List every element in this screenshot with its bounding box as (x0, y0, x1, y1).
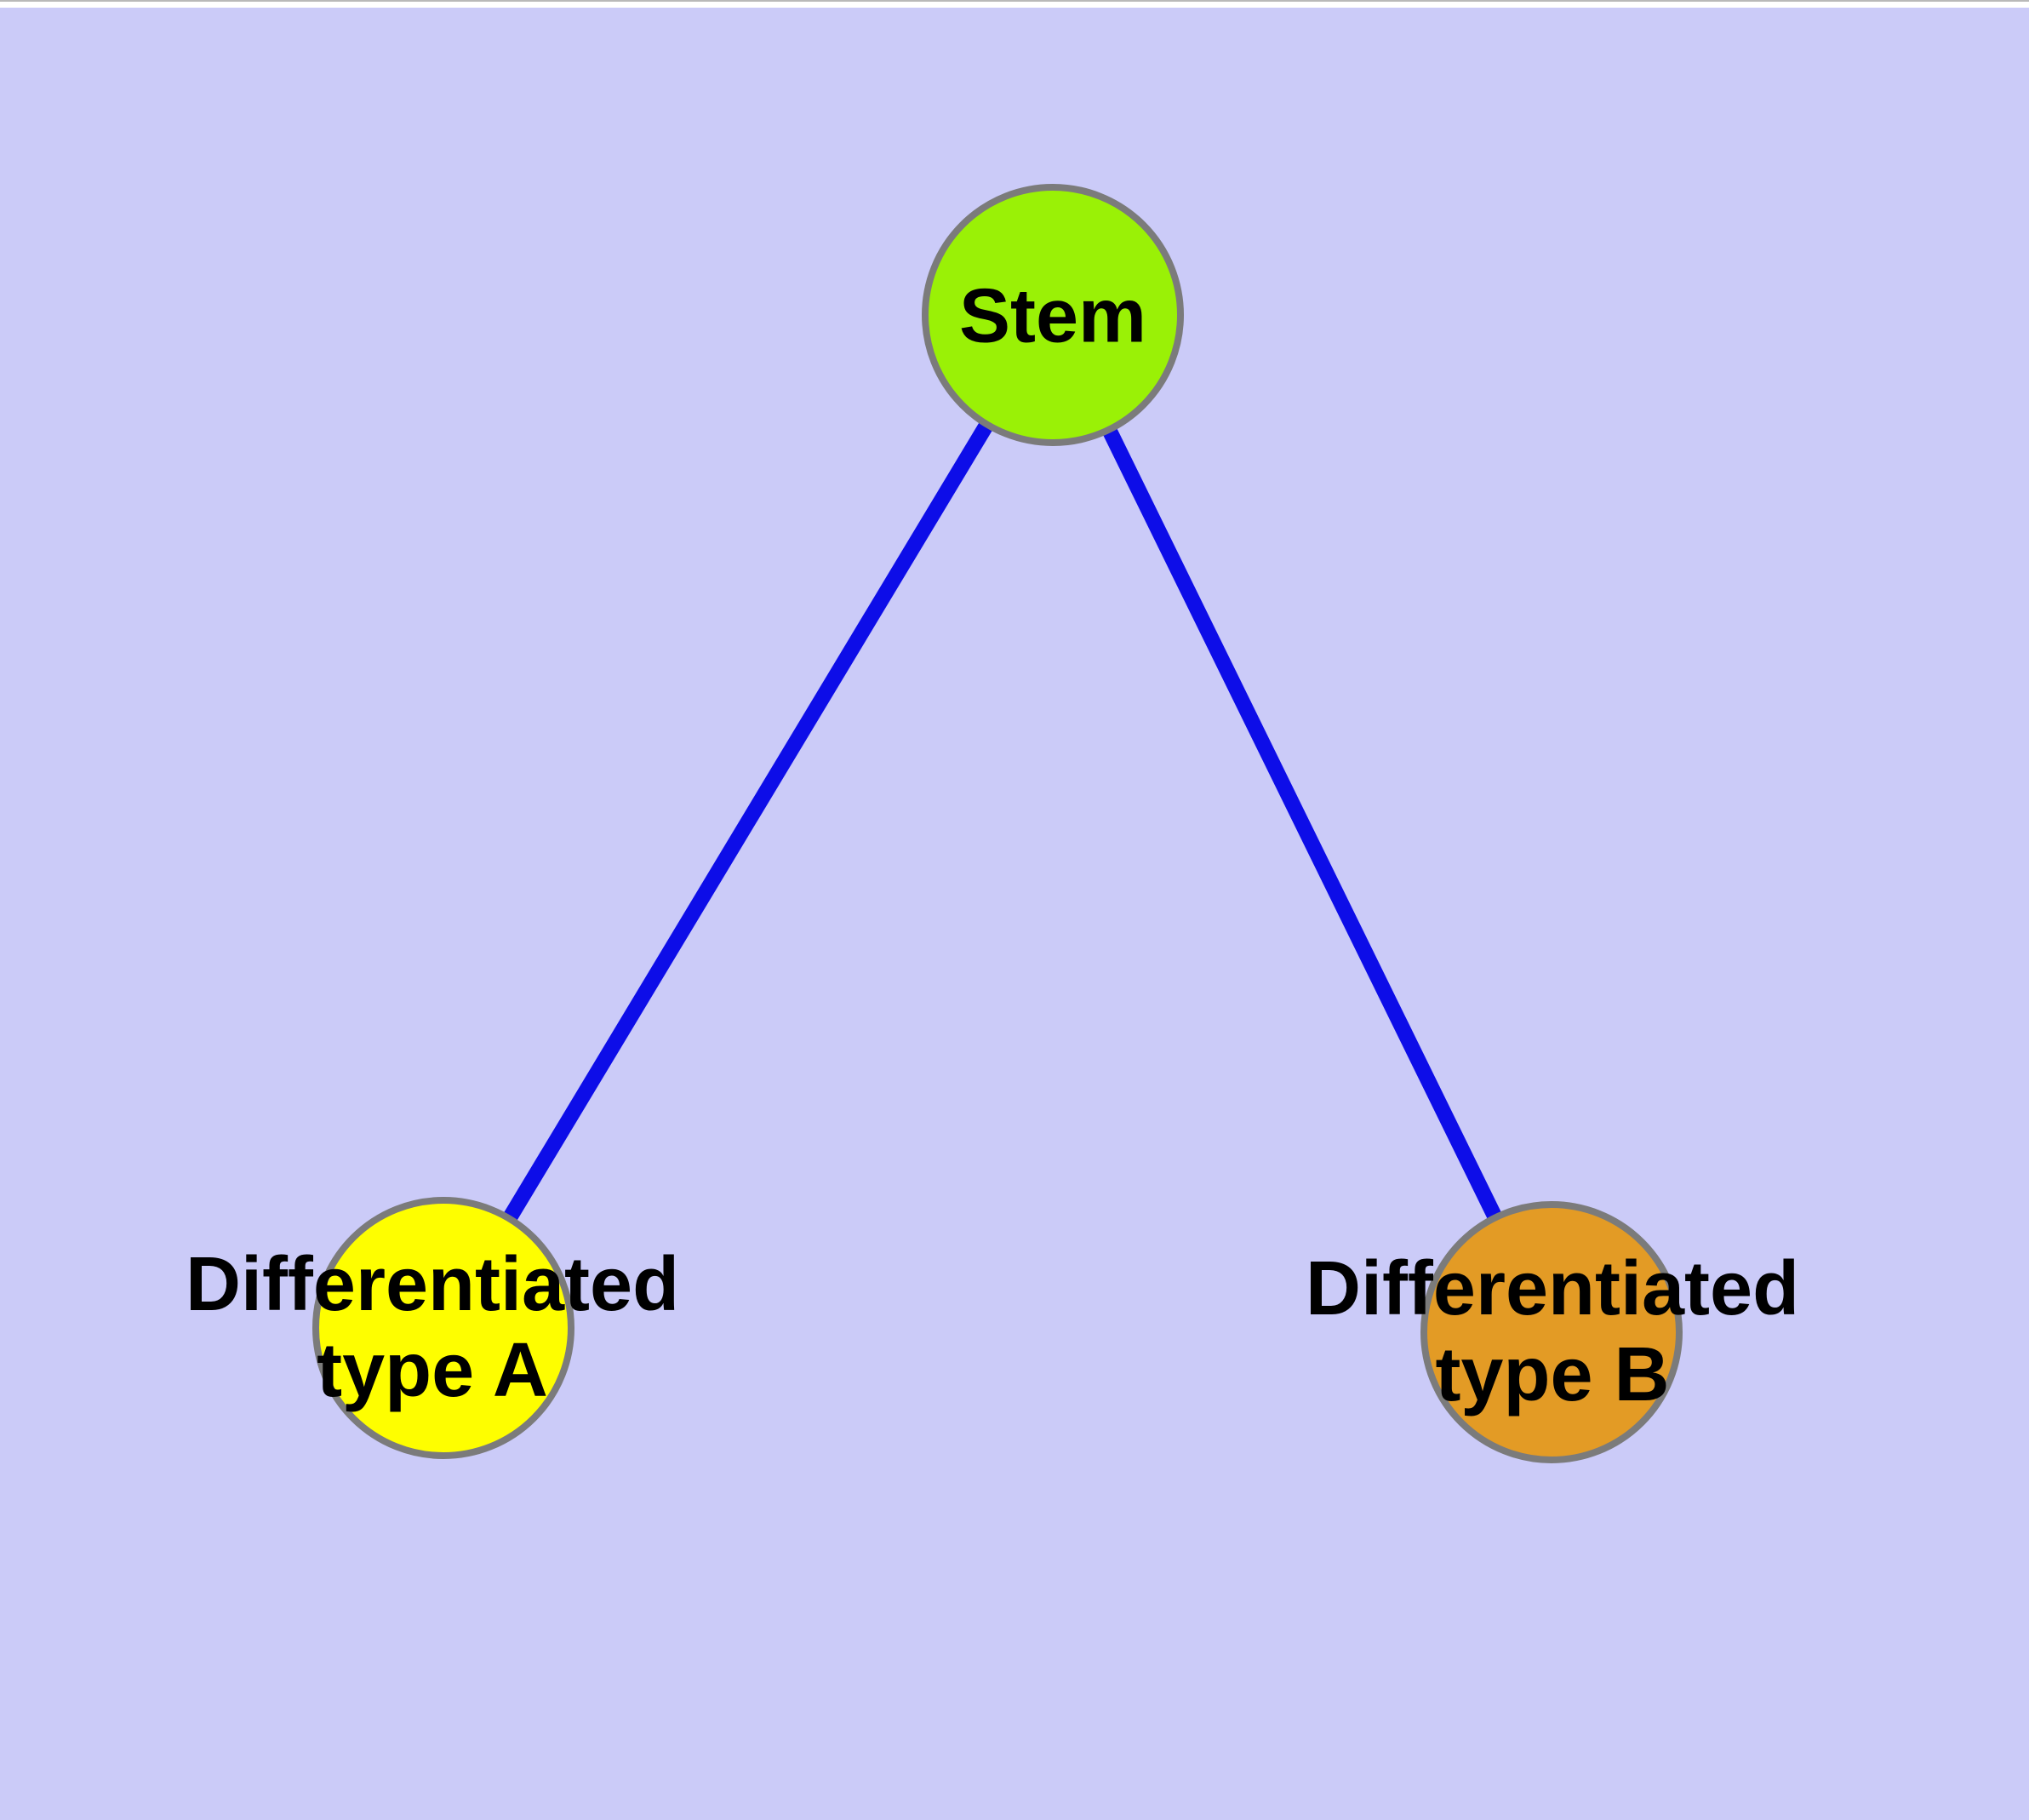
edge-stem-to-type-b (1045, 312, 1559, 1336)
edge-stem-to-type-a (437, 311, 1060, 1332)
top-strip (0, 0, 2029, 8)
node-stem (922, 184, 1184, 446)
node-differentiated-type-b (1420, 1201, 1683, 1463)
node-differentiated-type-a (312, 1197, 574, 1459)
